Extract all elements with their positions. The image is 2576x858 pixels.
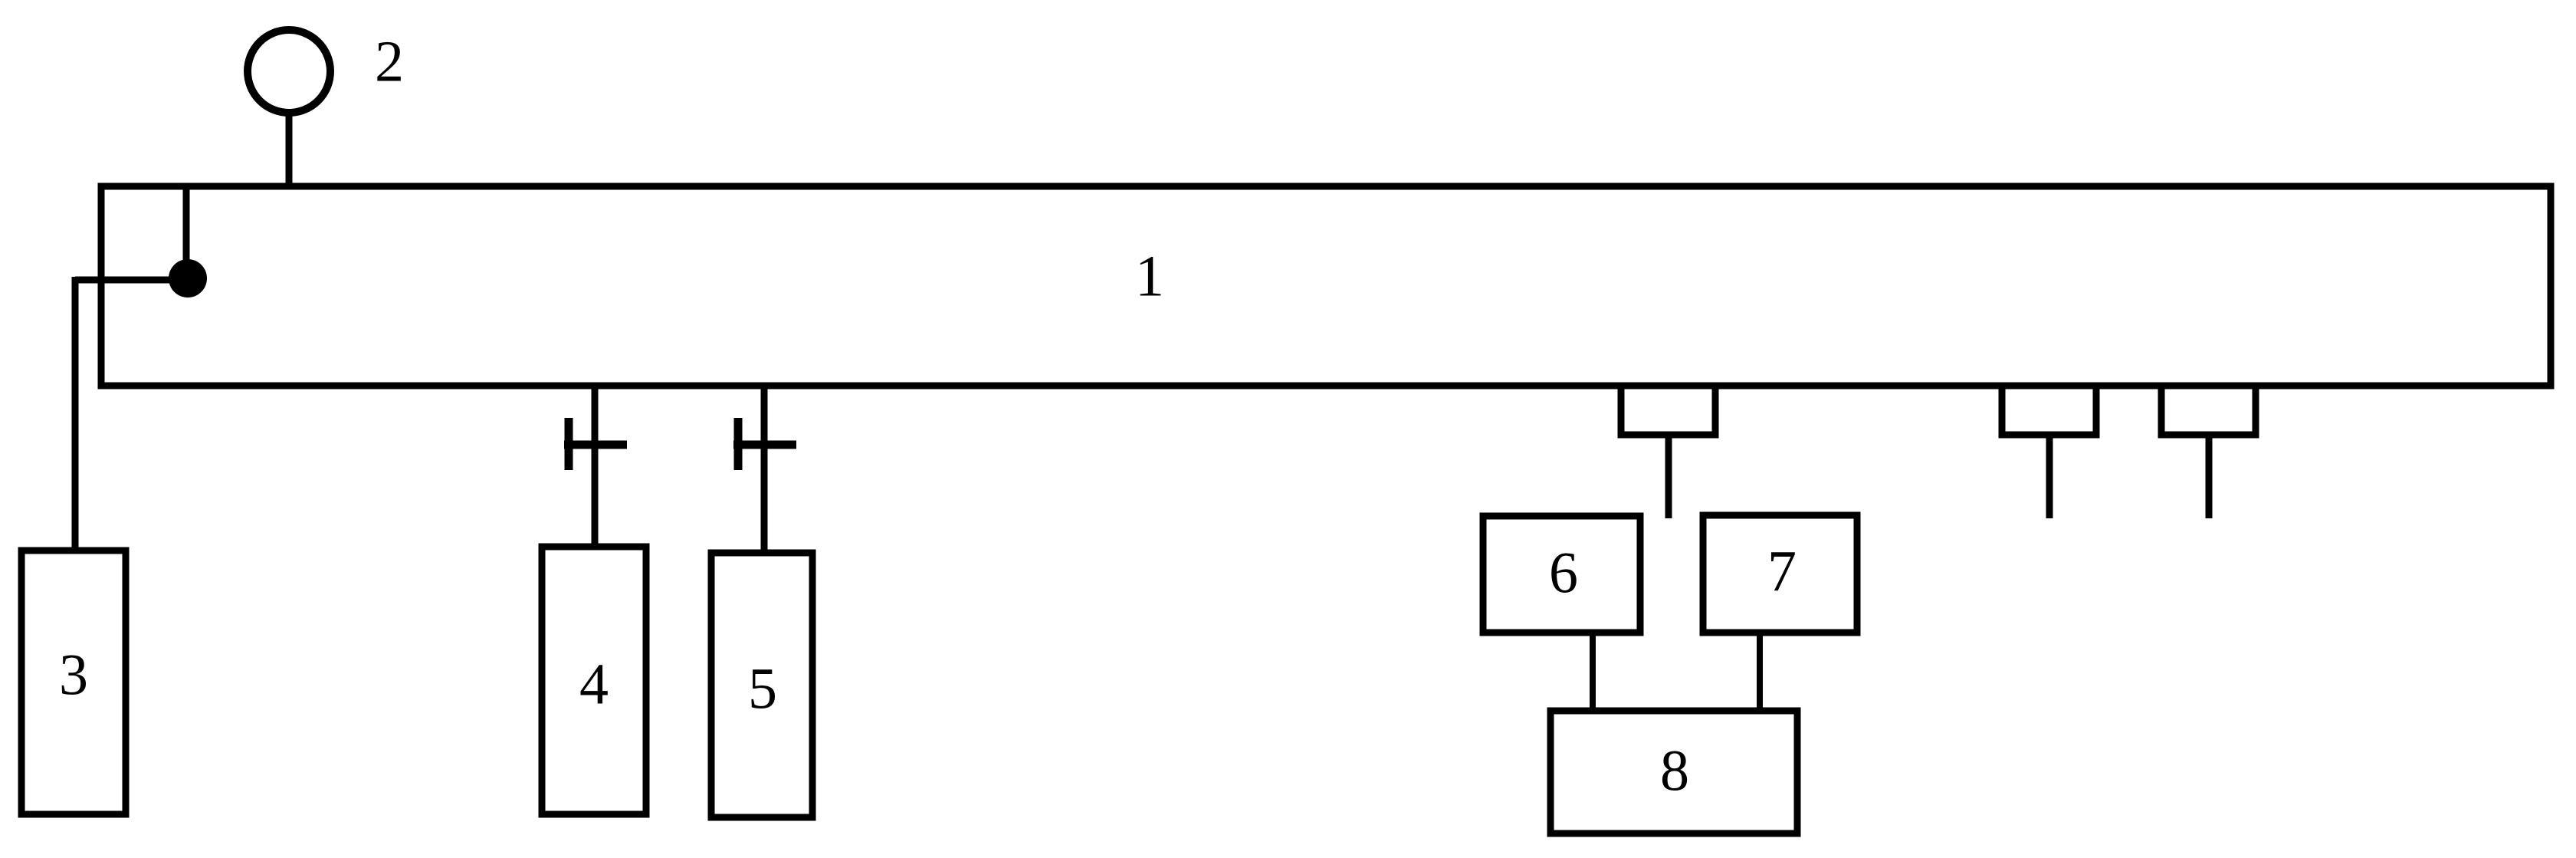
nozzle-block-unit-7-left [1998,382,2100,439]
vertical-vessel-4 [538,543,650,818]
label-gauge-2: 2 [375,29,404,94]
label-unit-7: 7 [1767,539,1797,603]
unit-block-7 [1699,511,1861,636]
label-vessel-3: 3 [59,643,88,707]
label-vessel-5: 5 [748,656,777,721]
nozzle-block-unit-7-right [2158,382,2259,439]
nozzle-block-unit-6 [1617,382,1719,439]
label-manifold-1: 1 [1135,244,1164,308]
main-manifold-vessel [97,182,2555,390]
pressure-gauge-icon [244,26,334,117]
vertical-vessel-3 [18,547,130,818]
label-vessel-4: 4 [579,652,609,716]
junction-dot [169,259,207,298]
vertical-vessel-5 [707,549,816,821]
label-unit-6: 6 [1549,541,1578,605]
unit-block-6 [1479,512,1644,636]
label-unit-8: 8 [1660,738,1689,803]
unit-block-8 [1547,707,1801,837]
